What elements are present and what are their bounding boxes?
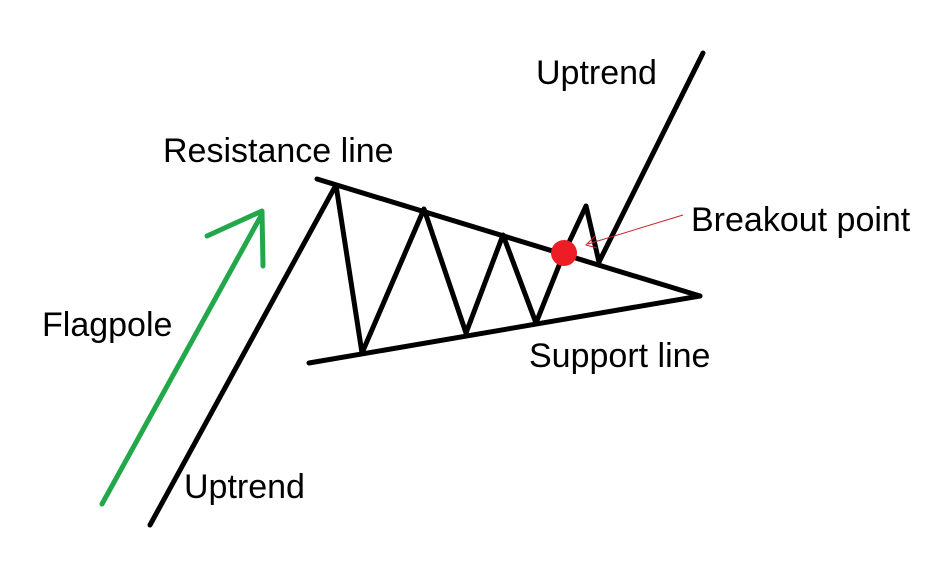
- breakout-point-label: Breakout point: [691, 201, 911, 239]
- uptrend-label-bottom: Uptrend: [184, 468, 305, 506]
- flagpole-arrow-shaft: [99, 211, 265, 507]
- resistance-line: [314, 176, 703, 299]
- flagpole-label: Flagpole: [42, 306, 172, 344]
- breakout-pointer-line: [587, 214, 684, 245]
- support-line-label: Support line: [529, 337, 710, 375]
- breakout-pointer-head: [585, 235, 598, 249]
- breakout-continuation-path: [561, 50, 706, 265]
- uptrend-line-bottom: [147, 182, 339, 528]
- uptrend-label-top: Uptrend: [536, 54, 657, 92]
- arrow-up-right-icon: [99, 208, 266, 507]
- flagpole-arrow-head: [204, 208, 266, 269]
- red-dot-icon: [551, 240, 577, 266]
- resistance-line-label: Resistance line: [163, 132, 394, 170]
- zigzag-price-path: [333, 182, 567, 356]
- support-line: [306, 293, 703, 366]
